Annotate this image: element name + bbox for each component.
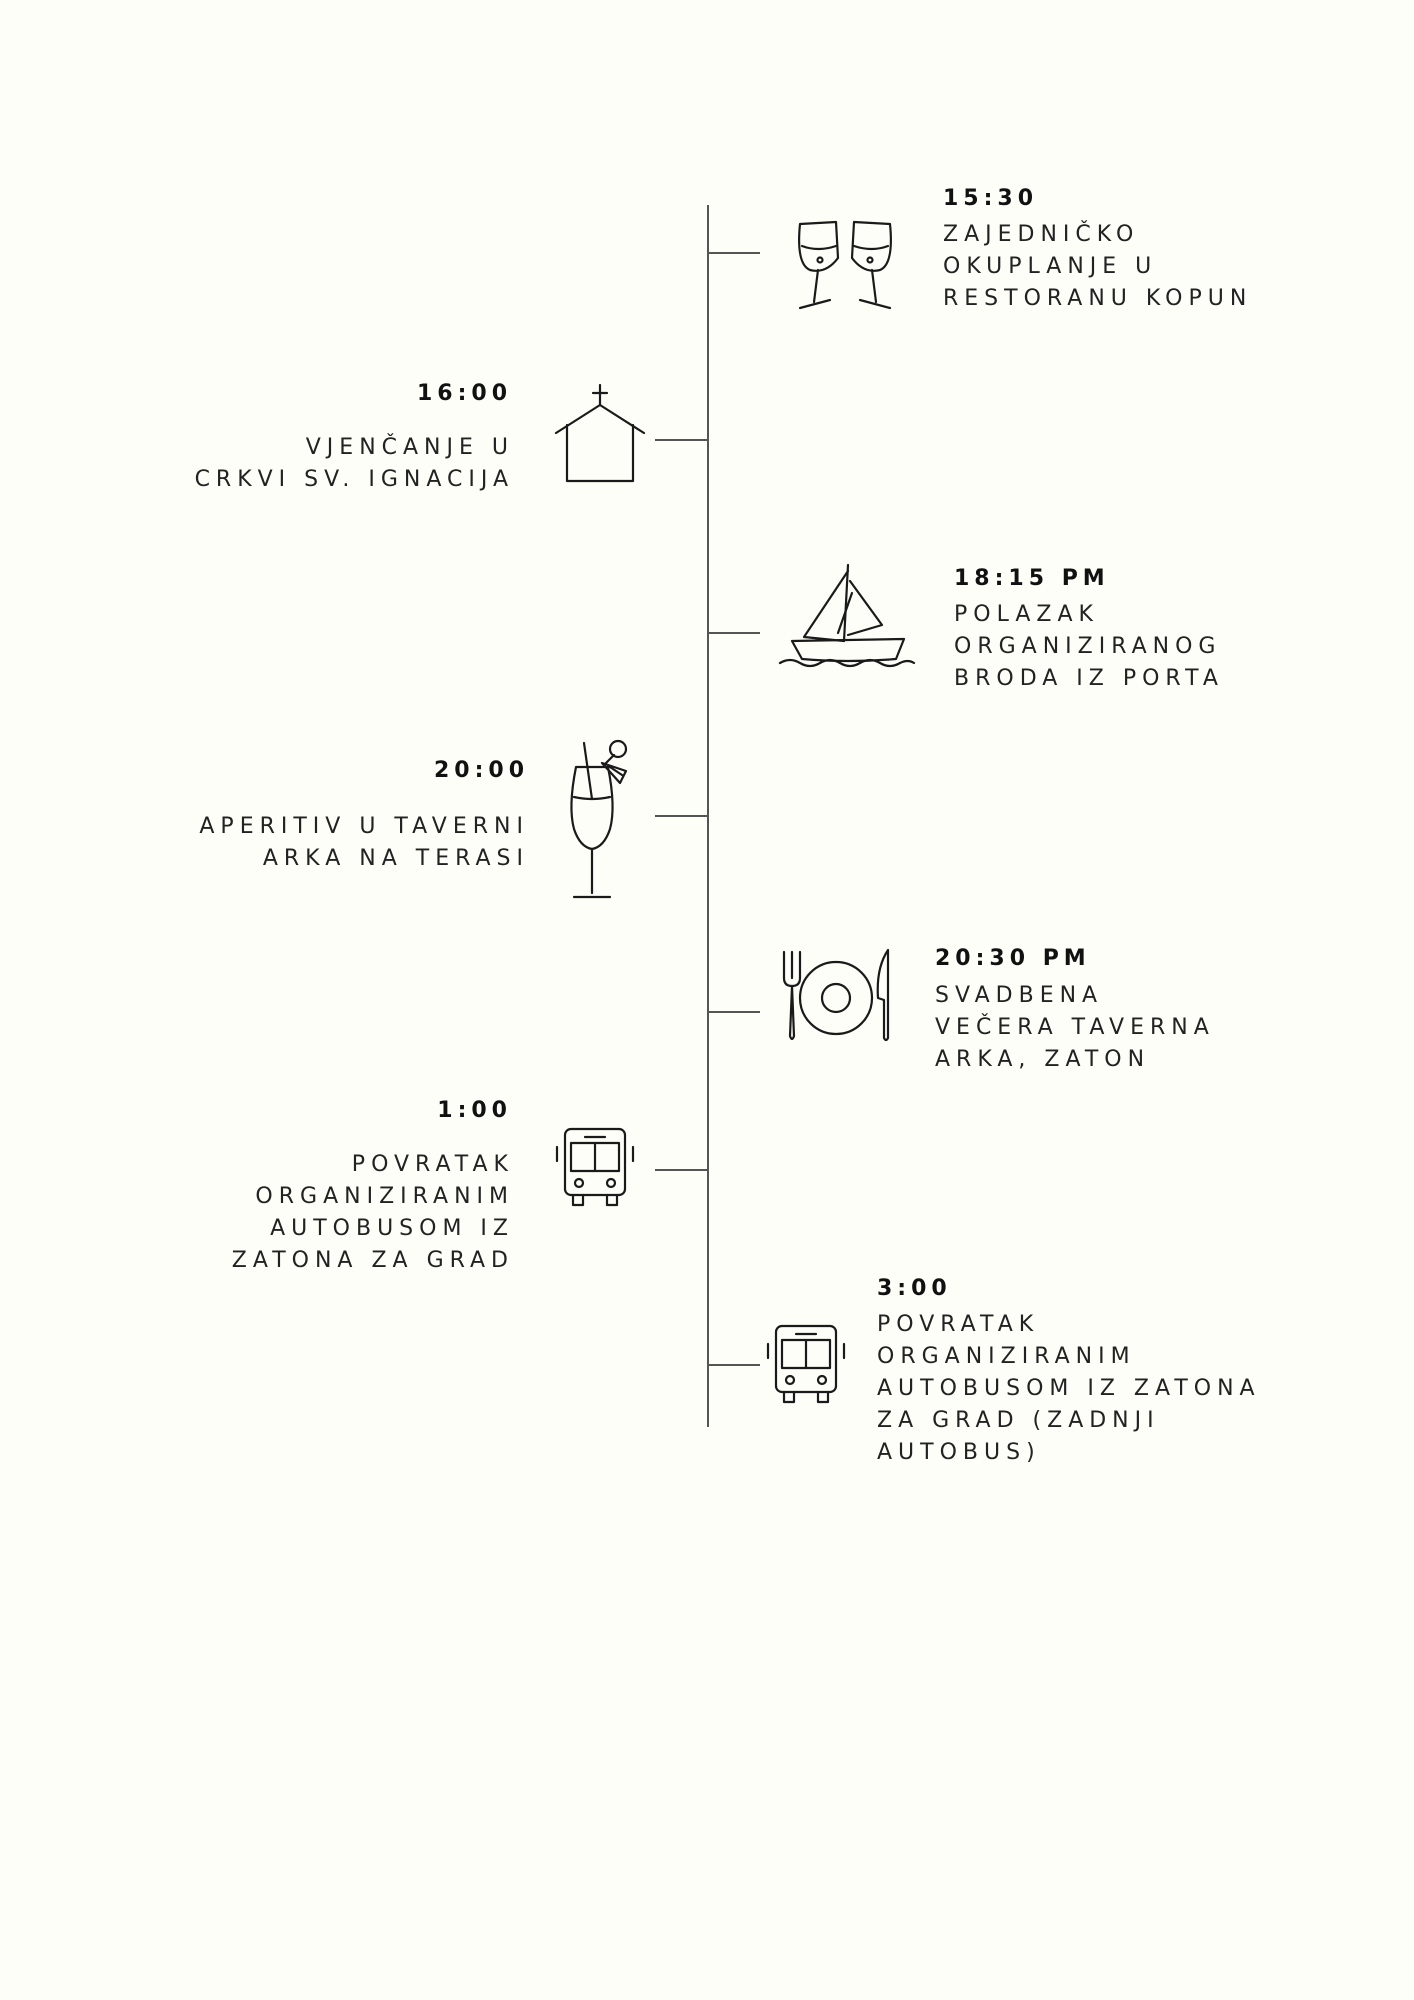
event-time: 16:00 <box>416 381 512 406</box>
description-line: ORGANIZIRANIM <box>255 1184 514 1209</box>
event-description: VJENČANJE U CRKVI SV. IGNACIJA <box>195 432 514 496</box>
timeline-tick <box>708 1011 760 1013</box>
description-line: ARKA NA TERASI <box>262 846 529 871</box>
description-line: CRKVI SV. IGNACIJA <box>194 467 514 492</box>
timeline-tick <box>655 1169 707 1171</box>
event-description: POVRATAK ORGANIZIRANIM AUTOBUSOM IZ ZATO… <box>232 1149 514 1277</box>
description-line: APERITIV U TAVERNI <box>199 814 529 839</box>
description-line: ZA GRAD (ZADNJI <box>877 1408 1160 1433</box>
description-line: POVRATAK <box>877 1312 1040 1337</box>
event-time: 3:00 <box>877 1276 952 1301</box>
description-line: AUTOBUSOM IZ ZATONA <box>877 1376 1261 1401</box>
timeline-tick <box>708 1364 760 1366</box>
event-description: POLAZAK ORGANIZIRANOG BRODA IZ PORTA <box>954 599 1224 695</box>
church-icon <box>553 383 647 483</box>
timeline-tick <box>708 632 760 634</box>
description-line: ARKA, ZATON <box>935 1047 1151 1072</box>
event-description: ZAJEDNIČKO OKUPLANJE U RESTORANU KOPUN <box>943 219 1252 315</box>
event-description: APERITIV U TAVERNI ARKA NA TERASI <box>199 811 529 875</box>
bus-icon <box>555 1125 635 1209</box>
timeline-tick <box>655 815 707 817</box>
timeline-spine <box>707 205 709 1427</box>
description-line: BRODA IZ PORTA <box>954 666 1224 691</box>
event-description: POVRATAK ORGANIZIRANIM AUTOBUSOM IZ ZATO… <box>877 1309 1261 1469</box>
description-line: SVADBENA <box>935 983 1104 1008</box>
timeline-tick <box>708 252 760 254</box>
description-line: VJENČANJE U <box>305 435 514 460</box>
description-line: POLAZAK <box>954 602 1099 627</box>
plate-cutlery-icon <box>780 948 894 1044</box>
cocktail-icon <box>562 737 634 901</box>
description-line: ZAJEDNIČKO <box>943 222 1140 247</box>
event-time: 20:00 <box>433 758 529 783</box>
event-time: 15:30 <box>943 186 1039 211</box>
event-description: SVADBENA VEČERA TAVERNA ARKA, ZATON <box>935 980 1215 1076</box>
description-line: AUTOBUS) <box>877 1440 1041 1465</box>
timeline-tick <box>655 439 707 441</box>
description-line: AUTOBUSOM IZ <box>270 1216 514 1241</box>
description-line: POVRATAK <box>351 1152 514 1177</box>
event-time: 18:15 PM <box>954 566 1110 591</box>
description-line: RESTORANU KOPUN <box>943 286 1253 311</box>
wine-glasses-icon <box>778 212 914 320</box>
description-line: OKUPLANJE U <box>943 254 1158 279</box>
description-line: ORGANIZIRANIM <box>877 1344 1136 1369</box>
event-time: 20:30 PM <box>935 946 1091 971</box>
description-line: ZATONA ZA GRAD <box>231 1248 514 1273</box>
bus-icon <box>766 1322 846 1406</box>
sailboat-icon <box>778 563 918 671</box>
description-line: VEČERA TAVERNA <box>935 1015 1215 1040</box>
event-time: 1:00 <box>437 1098 512 1123</box>
description-line: ORGANIZIRANOG <box>954 634 1222 659</box>
